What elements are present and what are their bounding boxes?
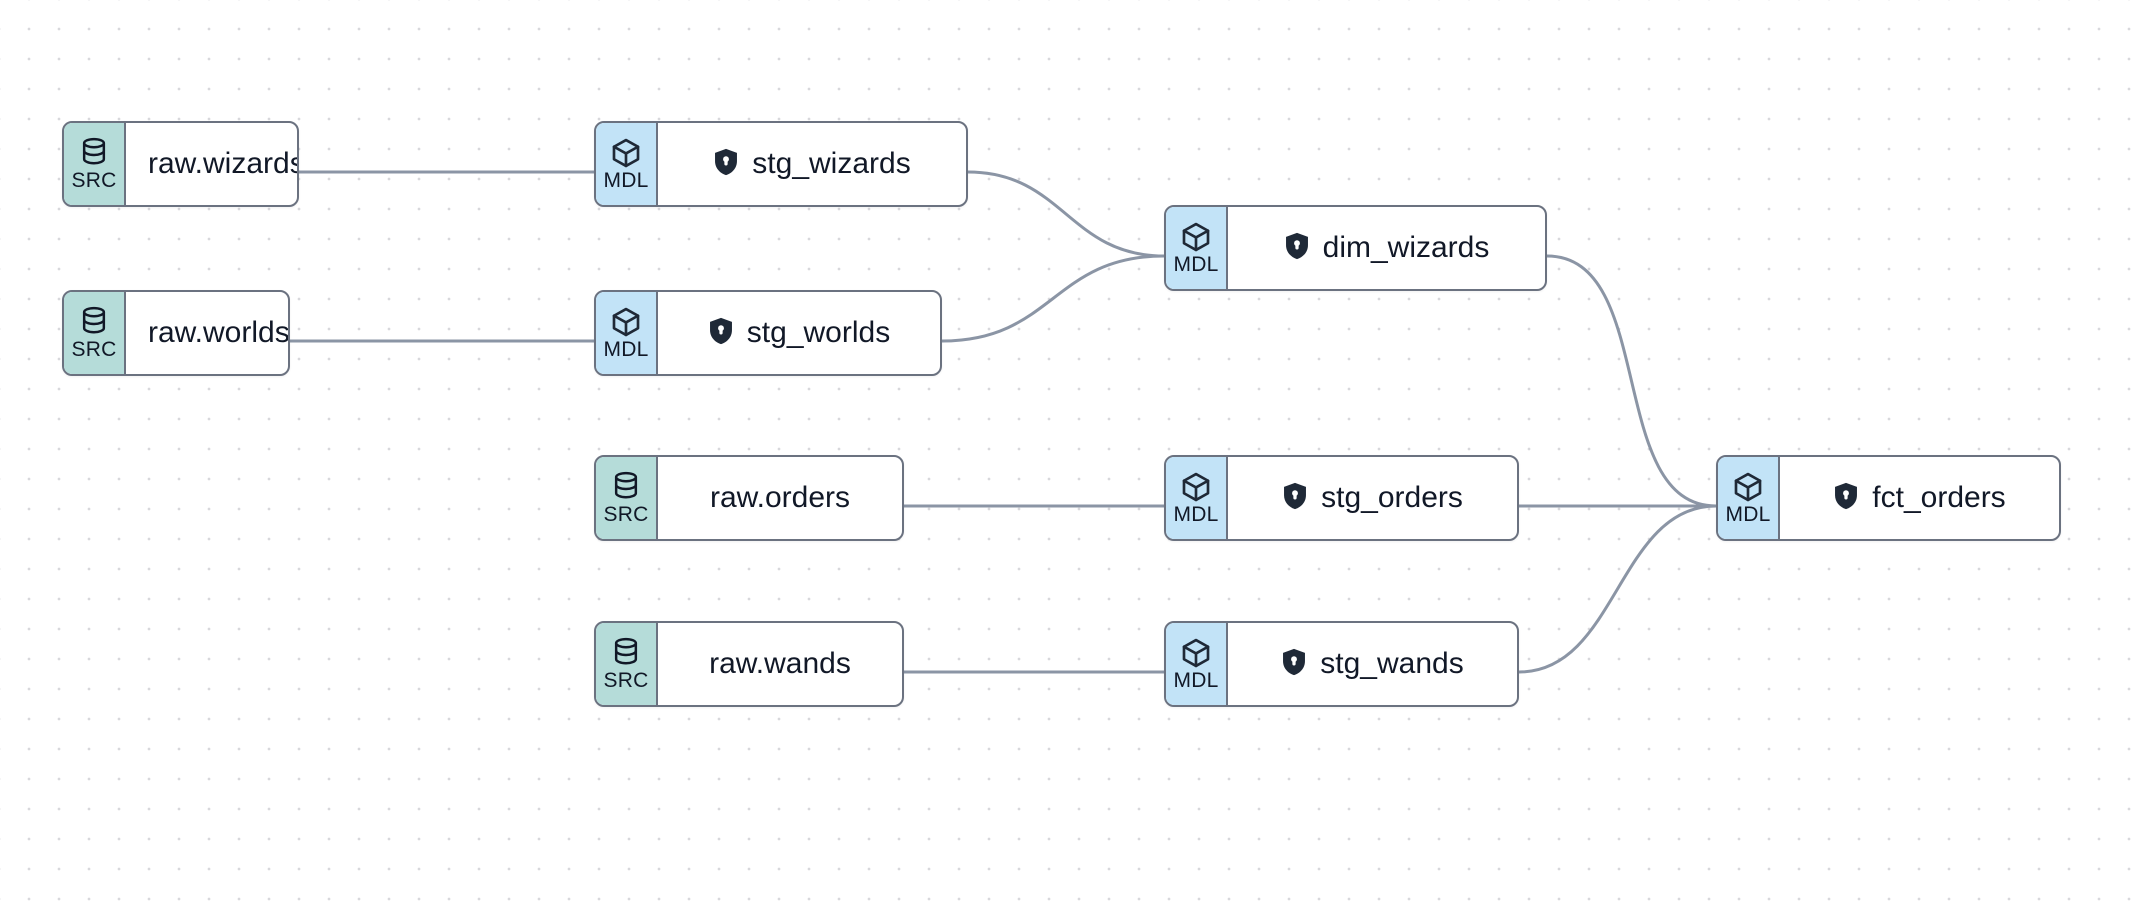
- cube-icon: [610, 137, 642, 169]
- node-dim-wizards[interactable]: MDL dim_wizards: [1164, 205, 1547, 291]
- edge-dim-wizards-to-fct-orders: [1545, 254, 1718, 508]
- source-badge: SRC: [596, 623, 658, 705]
- model-badge: MDL: [596, 292, 658, 374]
- node-fct-orders[interactable]: MDL fct_orders: [1716, 455, 2061, 541]
- edge-stg-wizards-to-dim-wizards: [966, 170, 1166, 258]
- node-label: raw.wizards: [148, 147, 299, 180]
- node-label: stg_orders: [1321, 481, 1463, 514]
- badge-label: SRC: [71, 338, 117, 361]
- model-badge: MDL: [1718, 457, 1780, 539]
- shield-lock-icon: [1281, 648, 1307, 681]
- cube-icon: [1180, 221, 1212, 253]
- badge-label: SRC: [603, 669, 649, 692]
- node-raw-worlds[interactable]: SRC raw.worlds: [62, 290, 290, 376]
- node-body: fct_orders: [1780, 457, 2059, 539]
- cube-icon: [610, 306, 642, 338]
- node-stg-wizards[interactable]: MDL stg_wizards: [594, 121, 968, 207]
- node-body: raw.wizards: [126, 123, 299, 205]
- cube-icon: [1180, 637, 1212, 669]
- shield-lock-icon: [1282, 482, 1308, 515]
- node-stg-wands[interactable]: MDL stg_wands: [1164, 621, 1519, 707]
- node-label: stg_wands: [1320, 647, 1464, 680]
- node-body: stg_wands: [1228, 623, 1517, 705]
- cube-icon: [1732, 471, 1764, 503]
- node-label: raw.worlds: [148, 316, 290, 349]
- edge-stg-worlds-to-dim-wizards: [940, 254, 1166, 343]
- database-icon: [79, 306, 109, 338]
- shield-lock-icon: [1284, 232, 1310, 265]
- badge-label: MDL: [1173, 669, 1219, 692]
- node-body: raw.orders: [658, 457, 902, 539]
- shield-lock-icon: [708, 317, 734, 350]
- node-stg-worlds[interactable]: MDL stg_worlds: [594, 290, 942, 376]
- node-label: raw.wands: [709, 647, 851, 680]
- node-raw-wands[interactable]: SRC raw.wands: [594, 621, 904, 707]
- node-body: raw.wands: [658, 623, 902, 705]
- badge-label: MDL: [1725, 503, 1771, 526]
- model-badge: MDL: [596, 123, 658, 205]
- node-body: raw.worlds: [126, 292, 290, 374]
- cube-icon: [1180, 471, 1212, 503]
- edge-stg-wands-to-fct-orders: [1517, 504, 1718, 674]
- node-label: raw.orders: [709, 481, 851, 514]
- model-badge: MDL: [1166, 623, 1228, 705]
- badge-label: MDL: [1173, 503, 1219, 526]
- source-badge: SRC: [596, 457, 658, 539]
- node-stg-orders[interactable]: MDL stg_orders: [1164, 455, 1519, 541]
- node-raw-wizards[interactable]: SRC raw.wizards: [62, 121, 299, 207]
- source-badge: SRC: [64, 292, 126, 374]
- node-body: stg_wizards: [658, 123, 966, 205]
- node-body: stg_orders: [1228, 457, 1517, 539]
- badge-label: SRC: [71, 169, 117, 192]
- model-badge: MDL: [1166, 457, 1228, 539]
- node-raw-orders[interactable]: SRC raw.orders: [594, 455, 904, 541]
- database-icon: [611, 637, 641, 669]
- shield-lock-icon: [1833, 482, 1859, 515]
- node-label: dim_wizards: [1322, 231, 1490, 264]
- model-badge: MDL: [1166, 207, 1228, 289]
- node-label: stg_worlds: [746, 316, 891, 349]
- node-body: stg_worlds: [658, 292, 940, 374]
- database-icon: [611, 471, 641, 503]
- shield-lock-icon: [713, 148, 739, 181]
- node-label: fct_orders: [1872, 481, 2006, 514]
- source-badge: SRC: [64, 123, 126, 205]
- badge-label: MDL: [1173, 253, 1219, 276]
- badge-label: MDL: [603, 169, 649, 192]
- badge-label: MDL: [603, 338, 649, 361]
- node-body: dim_wizards: [1228, 207, 1545, 289]
- node-label: stg_wizards: [752, 147, 911, 180]
- database-icon: [79, 137, 109, 169]
- badge-label: SRC: [603, 503, 649, 526]
